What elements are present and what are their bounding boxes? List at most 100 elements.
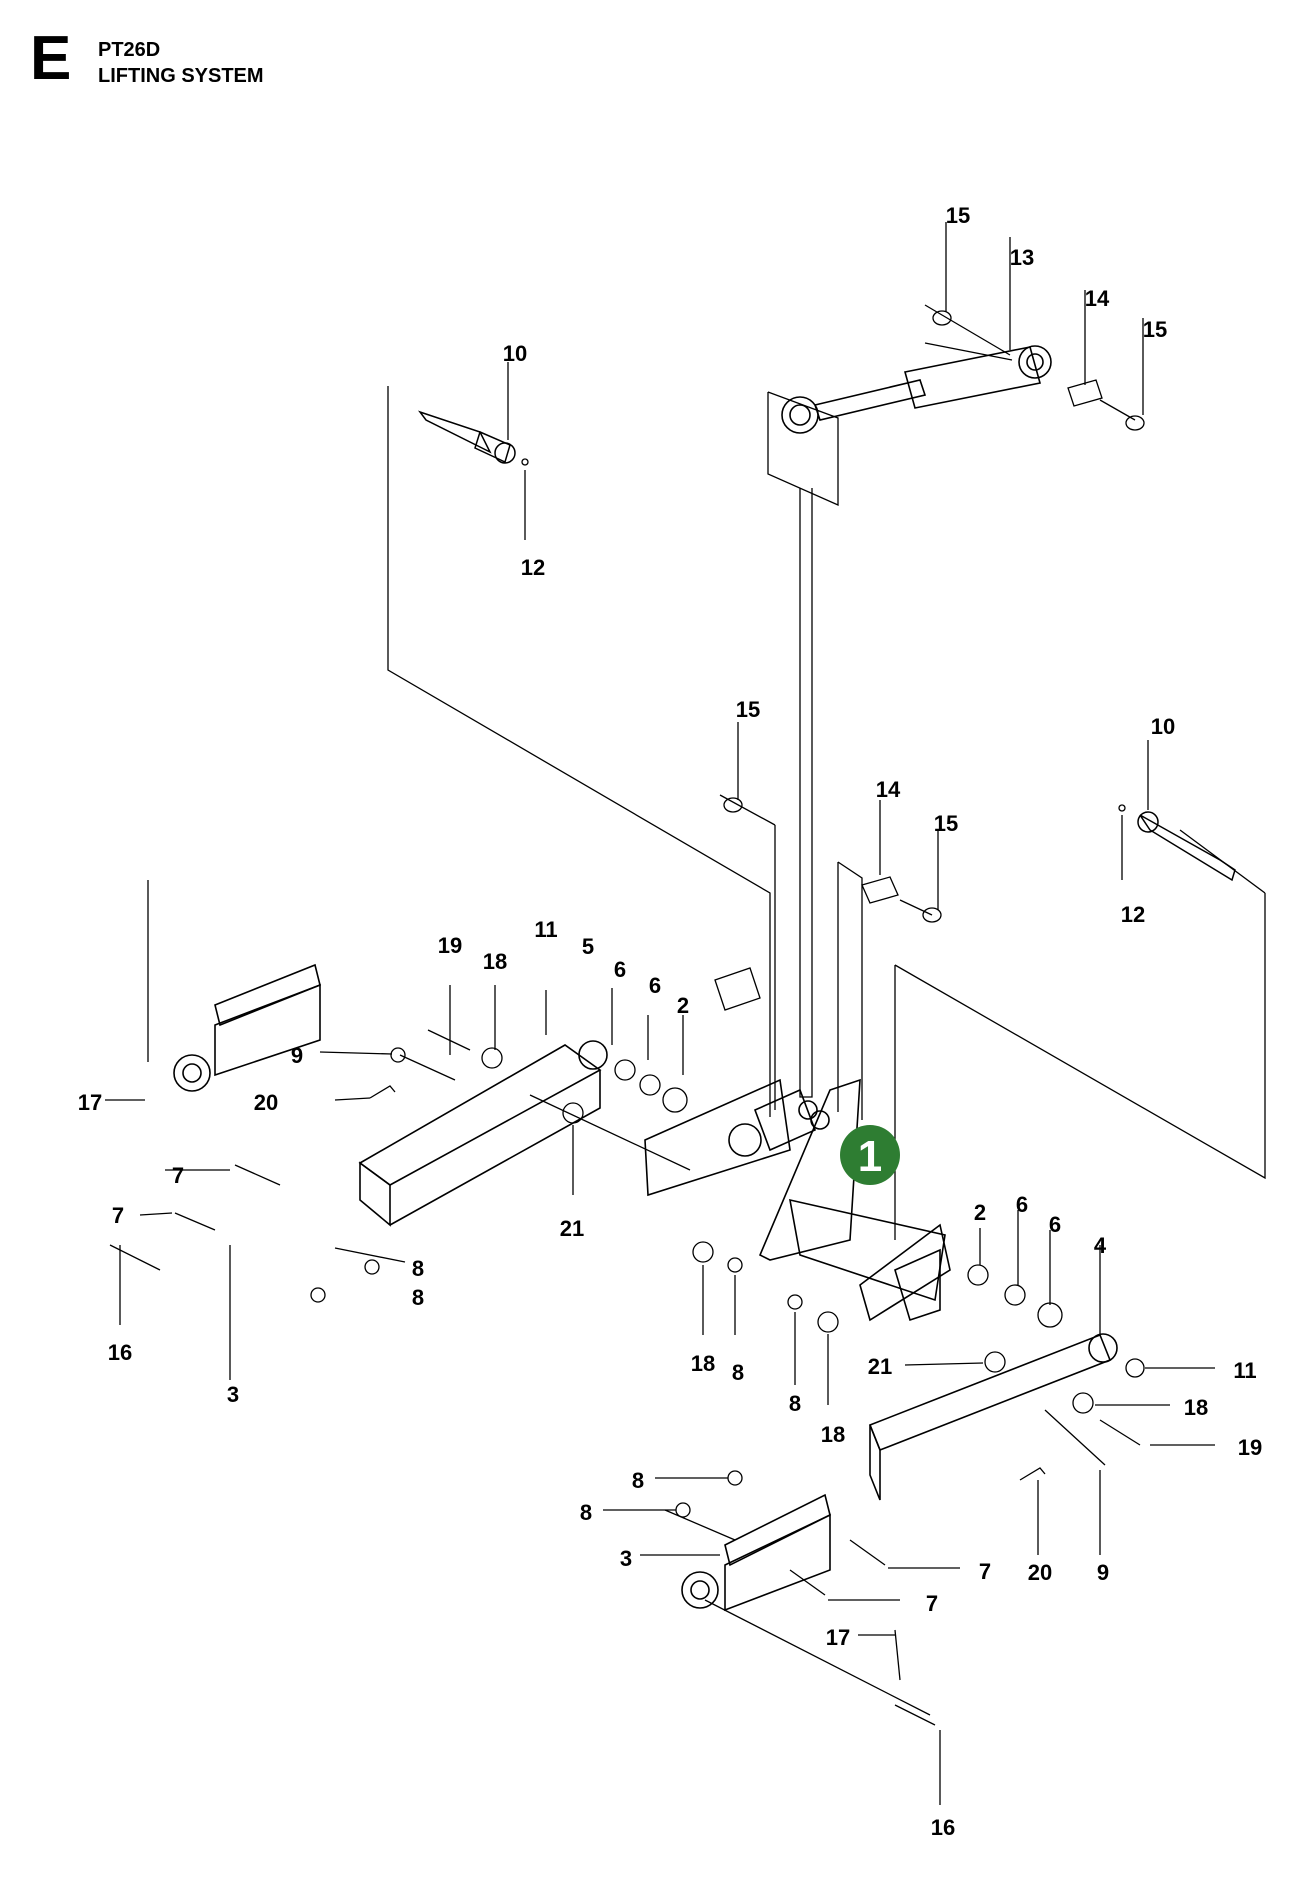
bolt-7-right2 [789,1569,826,1596]
nut-11-right [1125,1358,1145,1378]
bolt-9-right [1044,1409,1106,1466]
clip-15-top2 [932,310,952,326]
nut-8-left2 [310,1287,326,1303]
callout-18: 18 [821,1422,845,1447]
pin-20-left [369,1085,396,1099]
frame-line-rightbox [894,893,1266,1180]
pin-17-right [894,1629,901,1681]
callout-4: 4 [1094,1233,1107,1258]
callout-10: 10 [1151,714,1175,739]
right-clevis-block [681,1493,831,1612]
pin-16-left [109,1244,161,1271]
frame-line-pin [719,794,776,826]
callout-19: 19 [438,933,462,958]
frame-line-top [767,391,839,506]
callout-9: 9 [291,1043,303,1068]
callout-14: 14 [876,777,901,802]
bolt-9-left [399,1054,456,1081]
callout-18: 18 [1184,1395,1208,1420]
bolt-19-left [427,1029,471,1051]
plate-part [714,967,761,1011]
callout-16: 16 [931,1815,955,1840]
callout-8: 8 [789,1391,801,1416]
callout-18: 18 [483,949,507,974]
nut-8-left1 [364,1259,380,1275]
callout-17: 17 [78,1090,102,1115]
callout-7: 7 [112,1203,124,1228]
callout-7: 7 [926,1591,938,1616]
clip-15-top [1125,415,1145,431]
callout-7: 7 [172,1163,184,1188]
washer-21-left [562,1102,584,1124]
callout-8: 8 [632,1468,644,1493]
assembly-badge-label: 1 [858,1132,882,1181]
pin-10-top [417,410,516,464]
callout-14: 14 [1085,286,1110,311]
washer-18-mid [692,1241,714,1263]
model-name: PT26D [98,39,161,61]
callout-17: 17 [826,1625,850,1650]
callout-3: 3 [227,1382,239,1407]
callout-7: 7 [979,1559,991,1584]
bolt-19-right [1099,1419,1141,1446]
bushing-14-top [1067,379,1103,407]
bolt-7-left2 [174,1212,216,1231]
callout-21: 21 [560,1216,584,1241]
nut-8-right2 [675,1502,691,1518]
callout-12: 12 [1121,902,1145,927]
main-bracket [644,1078,951,1322]
callout-18: 18 [691,1351,715,1376]
frame-line-mid2 [837,861,863,1120]
callout-8: 8 [732,1360,744,1385]
clip-15-mid2 [922,907,942,923]
callout-21: 21 [868,1354,892,1379]
section-letter: E [30,24,72,93]
pin-20-right [1019,1467,1046,1481]
callout-13: 13 [1010,245,1034,270]
bushing-14-mid [861,876,899,904]
callout-20: 20 [1028,1560,1052,1585]
callout-8: 8 [580,1500,592,1525]
hydraulic-cylinder [781,345,1052,434]
left-clevis-block [173,963,321,1092]
callout-19: 19 [1238,1435,1262,1460]
callout-6: 6 [649,973,661,998]
pin-16-right [894,1704,936,1726]
left-lift-arm [358,1040,608,1227]
assembly-badge [840,1125,900,1185]
washer-18-right [1072,1392,1094,1414]
callout-5: 5 [582,934,594,959]
right-lift-arm [868,1333,1118,1501]
pin-10-right [1137,811,1236,882]
callout-2: 2 [974,1200,986,1225]
callout-6: 6 [1016,1192,1028,1217]
nut-8-mid2 [787,1294,803,1310]
washer-18-left [481,1047,503,1069]
bolt-7-right1 [849,1539,886,1566]
callout-15: 15 [736,697,760,722]
callout-15: 15 [1143,317,1167,342]
callout-15: 15 [934,811,958,836]
washer-18-mid2 [817,1311,839,1333]
callout-11: 11 [1233,1358,1256,1383]
nut-8-mid [727,1257,743,1273]
callout-10: 10 [503,341,527,366]
frame-line-left [387,386,771,1117]
callout-9: 9 [1097,1560,1109,1585]
washer-21-right [984,1351,1006,1373]
callout-6: 6 [614,957,626,982]
clip-15-mid [723,797,743,813]
callout-2: 2 [677,993,689,1018]
callout-8: 8 [412,1256,424,1281]
bolt-7-left1 [234,1164,281,1186]
rod-guide [799,488,813,1098]
callout-8: 8 [412,1285,424,1310]
nut-8-right1 [727,1470,743,1486]
diagram-title: LIFTING SYSTEM [98,65,264,87]
callout-12: 12 [521,555,545,580]
callout-11: 11 [534,917,557,942]
callout-6: 6 [1049,1212,1061,1237]
callout-3: 3 [620,1546,632,1571]
callout-15: 15 [946,203,970,228]
